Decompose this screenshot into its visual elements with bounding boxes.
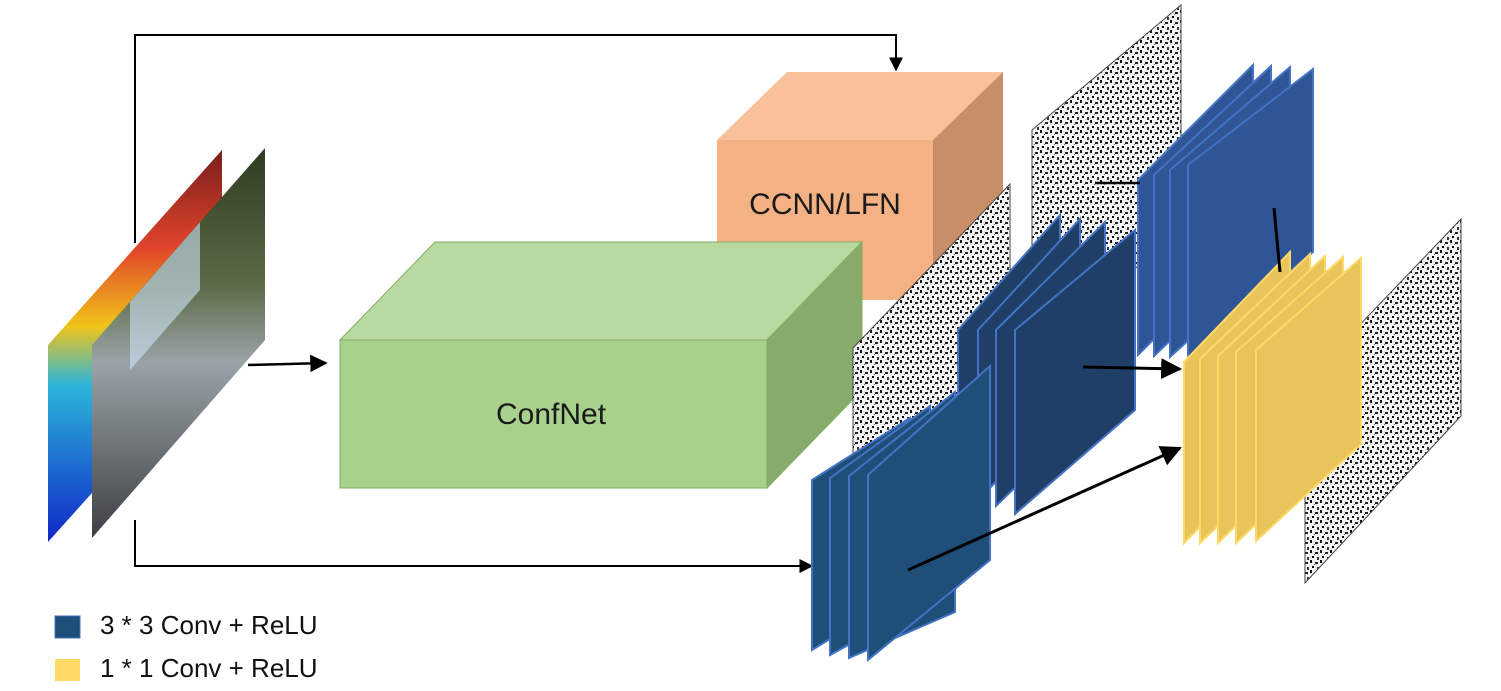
skip-connections [134, 34, 903, 573]
confnet-label: ConfNet [496, 398, 607, 431]
legend: 3 * 3 Conv + ReLU 1 * 1 Conv + ReLU [54, 610, 318, 683]
conv3x3-stack-middle [957, 212, 1136, 517]
skip-arrow-top [134, 34, 903, 243]
internal-arrows [907, 181, 1282, 572]
conv3x3-stack-lower [811, 363, 991, 663]
rgb-image [92, 148, 265, 538]
confidence-map-output [1304, 217, 1462, 585]
line-upper-to-1x1 [1272, 207, 1282, 273]
confnet-block: ConfNet [338, 240, 864, 490]
arrow-middle-to-1x1 [1082, 358, 1183, 380]
input-images [48, 148, 265, 542]
skip-arrow-bottom [134, 520, 814, 573]
legend-label-conv3x3: 3 * 3 Conv + ReLU [100, 610, 318, 640]
legend-swatch-conv3x3 [54, 615, 81, 639]
conv1x1-stack [1183, 249, 1362, 546]
arrow-input-to-confnet [247, 354, 328, 373]
refiner-label: CCNN/LFN [749, 188, 901, 221]
conv3x3-stack-upper [1137, 62, 1314, 360]
legend-label-conv1x1: 1 * 1 Conv + ReLU [100, 653, 318, 683]
arrow-lower-to-1x1 [907, 446, 1182, 572]
legend-swatch-conv1x1 [55, 659, 80, 681]
